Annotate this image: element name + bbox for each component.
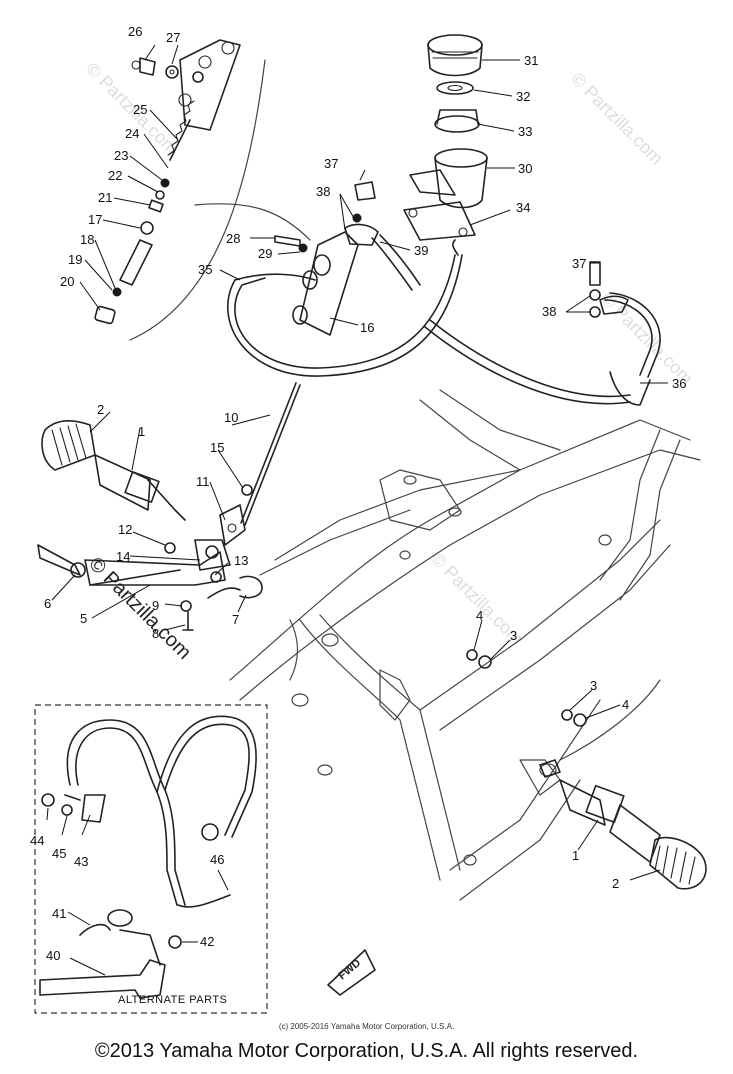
callout: 15	[210, 440, 224, 455]
callout: 7	[232, 612, 239, 627]
callout: 30	[518, 161, 532, 176]
callout: 45	[52, 846, 66, 861]
callout: 26	[128, 24, 142, 39]
callout: 12	[118, 522, 132, 537]
small-copyright: (c) 2005-2016 Yamaha Motor Corporation, …	[278, 1022, 455, 1031]
leader-lines	[46, 44, 668, 976]
callout: 4	[476, 608, 483, 623]
callout: 3	[510, 628, 517, 643]
alternate-parts-box	[34, 704, 268, 1014]
brake-hoses	[226, 234, 661, 406]
callout: 11	[196, 474, 210, 489]
callout: 5	[80, 611, 87, 626]
callout: 14	[116, 549, 130, 564]
callout: 28	[226, 231, 240, 246]
callout: 13	[234, 553, 248, 568]
callout: 19	[68, 252, 82, 267]
copyright-footer: ©2013 Yamaha Motor Corporation, U.S.A. A…	[94, 1040, 639, 1062]
callout: 22	[108, 168, 122, 183]
callout: 3	[590, 678, 597, 693]
callout: 37	[324, 156, 338, 171]
alternate-parts-label: ALTERNATE PARTS	[118, 994, 227, 1006]
callout: 10	[224, 410, 238, 425]
callout: 21	[98, 190, 112, 205]
callout: 37	[572, 256, 586, 271]
callout: 4	[622, 697, 629, 712]
callout: 33	[518, 124, 532, 139]
callout: 39	[414, 243, 428, 258]
callout: 41	[52, 906, 66, 921]
right-footrest-group	[466, 649, 707, 890]
brake-pedal-group	[37, 382, 301, 631]
fwd-arrow: FWD	[327, 949, 376, 996]
callout: 17	[88, 212, 102, 227]
callout: 2	[612, 876, 619, 891]
callout: 23	[114, 148, 128, 163]
callout: 1	[572, 848, 579, 863]
callout-numbers: 1 1 2 2 3 3 4 4 5 6 7 8 9 10 11 12 13 14…	[30, 24, 686, 1006]
callout: 42	[200, 934, 214, 949]
callout: 18	[80, 232, 94, 247]
master-cylinder-exploded	[94, 39, 311, 341]
callout: 29	[258, 246, 272, 261]
callout: 8	[152, 626, 159, 641]
callout: 16	[360, 320, 374, 335]
motorcycle-frame	[229, 389, 701, 901]
callout: 31	[524, 53, 538, 68]
callout: 24	[125, 126, 139, 141]
watermark: © Partzilla.com	[597, 289, 697, 389]
callout: 6	[44, 596, 51, 611]
callout: 27	[166, 30, 180, 45]
callout: 32	[516, 89, 530, 104]
callout: 25	[133, 102, 147, 117]
callout: 46	[210, 852, 224, 867]
callout: 36	[672, 376, 686, 391]
callout: 43	[74, 854, 88, 869]
callout: 2	[97, 402, 104, 417]
callout: 38	[316, 184, 330, 199]
callout: 44	[30, 833, 44, 848]
callout: 40	[46, 948, 60, 963]
callout: 38	[542, 304, 556, 319]
fwd-label: FWD	[336, 957, 363, 982]
callout: 1	[138, 424, 145, 439]
watermark: © Partzilla.com	[567, 69, 667, 169]
callout: 34	[516, 200, 530, 215]
callout: 9	[152, 598, 159, 613]
brake-reservoir	[403, 34, 488, 241]
callout: 20	[60, 274, 74, 289]
callout: 35	[198, 262, 212, 277]
